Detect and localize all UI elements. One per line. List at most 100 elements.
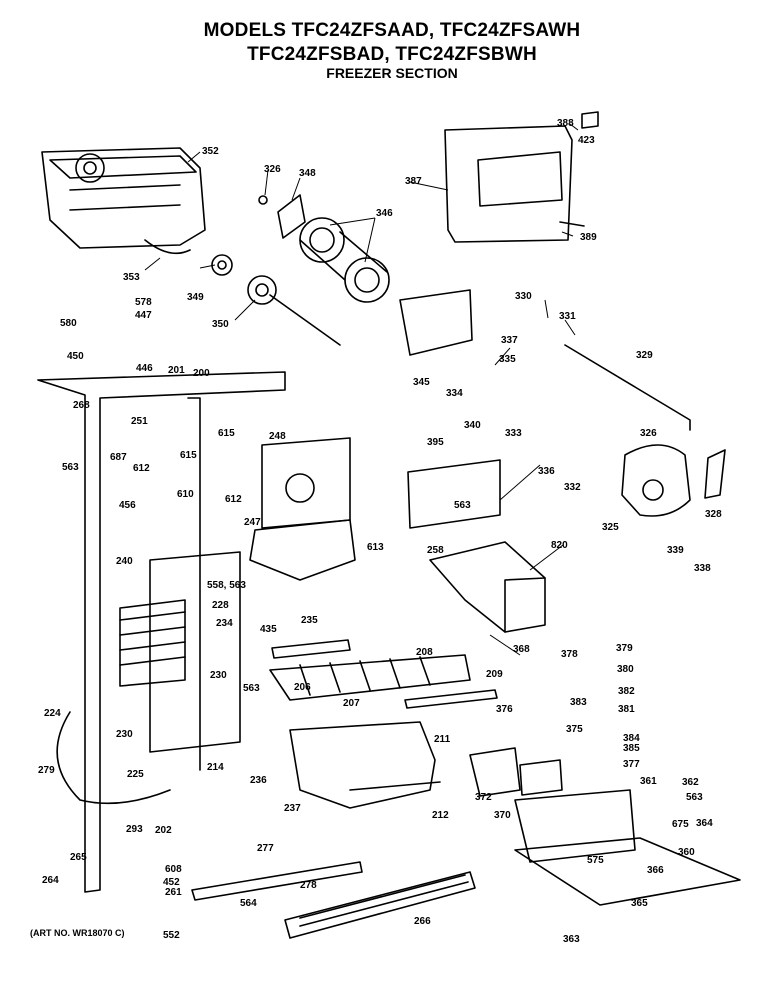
part-211-bin bbox=[289, 721, 441, 809]
callout-385: 385 bbox=[623, 743, 640, 754]
callout-350: 350 bbox=[212, 319, 229, 330]
part-361-compartment bbox=[514, 789, 636, 863]
callout-563: 563 bbox=[243, 683, 260, 694]
callout-325: 325 bbox=[602, 522, 619, 533]
part-209-rail bbox=[404, 689, 498, 709]
callout-339: 339 bbox=[667, 545, 684, 556]
callout-337: 337 bbox=[501, 335, 518, 346]
callout-235: 235 bbox=[301, 615, 318, 626]
callout-202: 202 bbox=[155, 825, 172, 836]
callout-207: 207 bbox=[343, 698, 360, 709]
callout-328: 328 bbox=[705, 509, 722, 520]
part-387-dispenser-door bbox=[444, 125, 585, 243]
callout-388: 388 bbox=[557, 118, 574, 129]
callout-376: 376 bbox=[496, 704, 513, 715]
callout-248: 248 bbox=[269, 431, 286, 442]
callout-261: 261 bbox=[165, 887, 182, 898]
callout-336: 336 bbox=[538, 466, 555, 477]
callout-329: 329 bbox=[636, 350, 653, 361]
callout-224: 224 bbox=[44, 708, 61, 719]
part-346-crusher-blades bbox=[299, 217, 390, 303]
callout-452: 452 bbox=[163, 877, 180, 888]
callout-612: 612 bbox=[225, 494, 242, 505]
callout-340: 340 bbox=[464, 420, 481, 431]
callout-364: 364 bbox=[696, 818, 713, 829]
callout-331: 331 bbox=[559, 311, 576, 322]
callout-348: 348 bbox=[299, 168, 316, 179]
callout-378: 378 bbox=[561, 649, 578, 660]
callout-234: 234 bbox=[216, 618, 233, 629]
callout-334: 334 bbox=[446, 388, 463, 399]
callout-265: 265 bbox=[70, 852, 87, 863]
callout-236: 236 bbox=[250, 775, 267, 786]
callout-381: 381 bbox=[618, 704, 635, 715]
callout-435: 435 bbox=[260, 624, 277, 635]
callout-209: 209 bbox=[486, 669, 503, 680]
callout-326: 326 bbox=[640, 428, 657, 439]
part-349-350-coupling bbox=[211, 254, 341, 346]
part-352-ice-bucket bbox=[41, 147, 206, 255]
callout-563: 563 bbox=[454, 500, 471, 511]
callout-384: 384 bbox=[623, 733, 640, 744]
callout-615: 615 bbox=[180, 450, 197, 461]
callout-268: 268 bbox=[73, 400, 90, 411]
callout-237: 237 bbox=[284, 803, 301, 814]
callout-361: 361 bbox=[640, 776, 657, 787]
part-348-plate bbox=[277, 194, 306, 239]
callout-277: 277 bbox=[257, 843, 274, 854]
callout-446: 446 bbox=[136, 363, 153, 374]
callout-368: 368 bbox=[513, 644, 530, 655]
callout-240: 240 bbox=[116, 556, 133, 567]
callout-379: 379 bbox=[616, 643, 633, 654]
callout-332: 332 bbox=[564, 482, 581, 493]
part-247-248-auger-housing bbox=[249, 437, 356, 581]
part-277-rail bbox=[191, 861, 363, 901]
part-325-auger-motor bbox=[621, 444, 691, 517]
callout-360: 360 bbox=[678, 847, 695, 858]
callout-423: 423 bbox=[578, 135, 595, 146]
part-456-freezer-liner bbox=[37, 371, 286, 893]
callout-382: 382 bbox=[618, 686, 635, 697]
callout-366: 366 bbox=[647, 865, 664, 876]
callout-212: 212 bbox=[432, 810, 449, 821]
part-266-grille bbox=[284, 871, 476, 939]
callout-330: 330 bbox=[515, 291, 532, 302]
callout-211: 211 bbox=[434, 734, 451, 745]
callout-615: 615 bbox=[218, 428, 235, 439]
callout-230: 230 bbox=[116, 729, 133, 740]
callout-338: 338 bbox=[694, 563, 711, 574]
part-820-ice-maker bbox=[429, 541, 546, 633]
diagram-title-line-2: TFC24ZFSBAD, TFC24ZFSBWH bbox=[247, 44, 537, 65]
callout-326: 326 bbox=[264, 164, 281, 175]
part-326-washer bbox=[258, 195, 268, 205]
callout-612: 612 bbox=[133, 463, 150, 474]
callout-266: 266 bbox=[414, 916, 431, 927]
part-228-evaporator-cover bbox=[119, 551, 241, 753]
callout-450: 450 bbox=[67, 351, 84, 362]
callout-258: 258 bbox=[427, 545, 444, 556]
callout-333: 333 bbox=[505, 428, 522, 439]
callout-214: 214 bbox=[207, 762, 224, 773]
part-395-panel bbox=[407, 459, 501, 529]
callout-387: 387 bbox=[405, 176, 422, 187]
callout-564: 564 bbox=[240, 898, 257, 909]
part-329-rod bbox=[564, 344, 691, 431]
part-423-clip bbox=[581, 111, 599, 129]
callout-200: 200 bbox=[193, 368, 210, 379]
callout-389: 389 bbox=[580, 232, 597, 243]
callout-372: 372 bbox=[475, 792, 492, 803]
callout-353: 353 bbox=[123, 272, 140, 283]
diagram-subtitle: FREEZER SECTION bbox=[326, 65, 458, 81]
part-328-cover bbox=[704, 449, 726, 499]
callout-201: 201 bbox=[168, 365, 185, 376]
callout-279: 279 bbox=[38, 765, 55, 776]
callout-552: 552 bbox=[163, 930, 180, 941]
callout-447: 447 bbox=[135, 310, 152, 321]
callout-208: 208 bbox=[416, 647, 433, 658]
callout-456: 456 bbox=[119, 500, 136, 511]
callout-247: 247 bbox=[244, 517, 261, 528]
callout-675: 675 bbox=[672, 819, 689, 830]
diagram-title-line-1: MODELS TFC24ZFSAAD, TFC24ZFSAWH bbox=[203, 20, 581, 41]
callout-293: 293 bbox=[126, 824, 143, 835]
